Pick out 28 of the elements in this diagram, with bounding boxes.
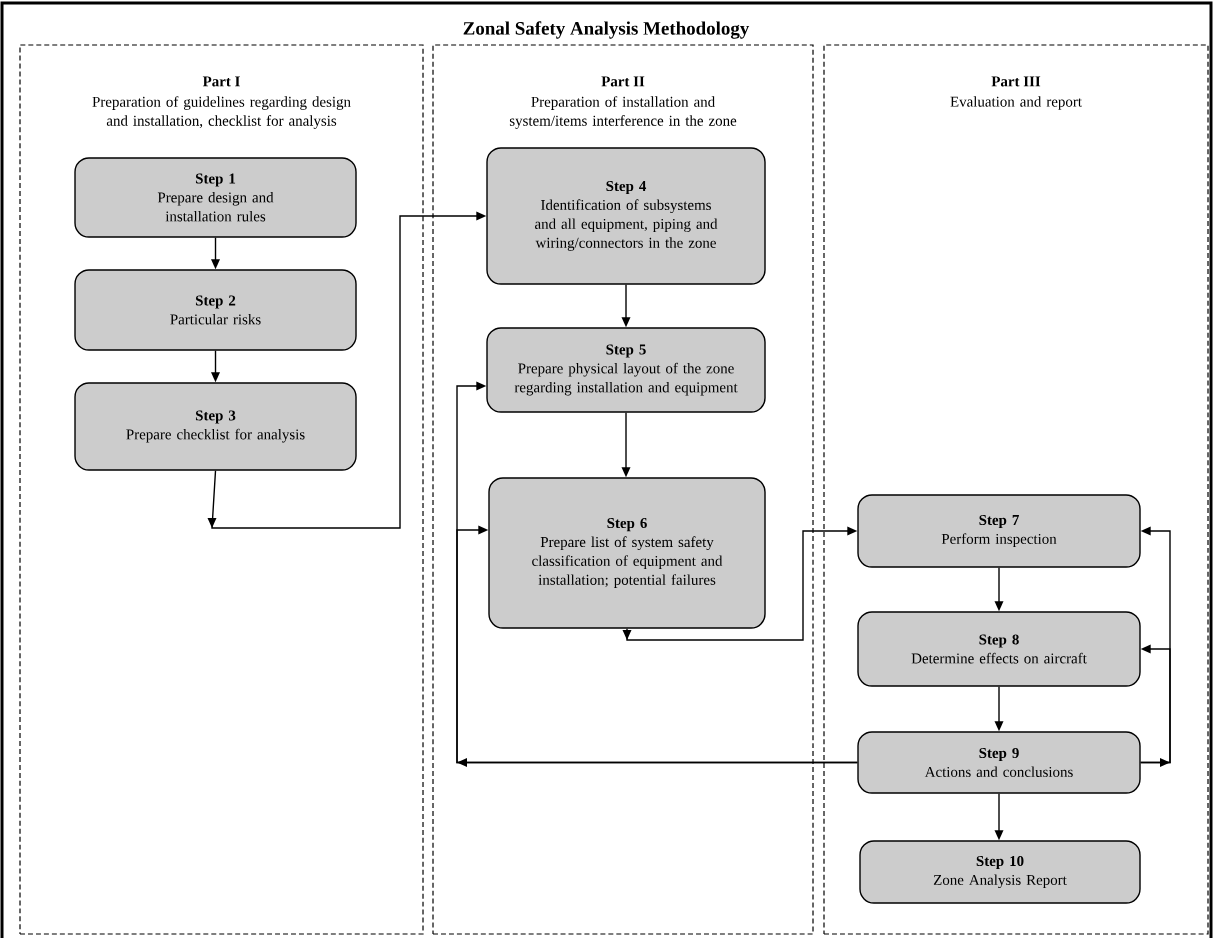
panel-subtitle: Preparation of installation and system/items interference in the zone (509, 96, 737, 129)
arrow (994, 567, 1004, 612)
arrow (456, 525, 858, 764)
step-box: Step 7 Perform inspection (857, 494, 1141, 568)
step-box: Step 10 Zone Analysis Report (859, 840, 1141, 904)
step-box: Step 9 Actions and conclusions (857, 731, 1141, 794)
step-box: Step 5 Prepare physical layout of the zone regarding installation and equipment (486, 327, 766, 413)
arrow (211, 237, 220, 270)
step-box: Step 1 Prepare design and installation rules (74, 157, 357, 238)
step-box: Step 6 Prepare list of system safety classification of equipment and installation; potential failures (488, 477, 766, 629)
panel-subtitle: Preparation of guidelines regarding design and installation, checklist for analysis (92, 96, 351, 129)
step-box: Step 4 Identification of subsystems and all equipment, piping and wiring/connectors in the zone (486, 147, 766, 285)
arrow (994, 686, 1004, 732)
panel-subtitle: Evaluation and report (950, 96, 1082, 110)
arrow (621, 412, 631, 478)
step-box: Step 3 Prepare checklist for analysis (74, 382, 357, 471)
arrow (211, 350, 220, 383)
arrow (994, 793, 1004, 841)
step-box: Step 8 Determine effects on aircraft (857, 611, 1141, 687)
arrow (1140, 644, 1171, 764)
step-box: Step 2 Particular risks (74, 269, 357, 351)
panel-heading: Part III (991, 76, 1041, 87)
title: Zonal Safety Analysis Methodology (463, 21, 750, 39)
arrow (621, 284, 631, 328)
panel-heading: Part II (601, 76, 645, 87)
panel-heading: Part I (202, 76, 240, 87)
arrow (626, 526, 858, 641)
arrow (211, 211, 487, 529)
